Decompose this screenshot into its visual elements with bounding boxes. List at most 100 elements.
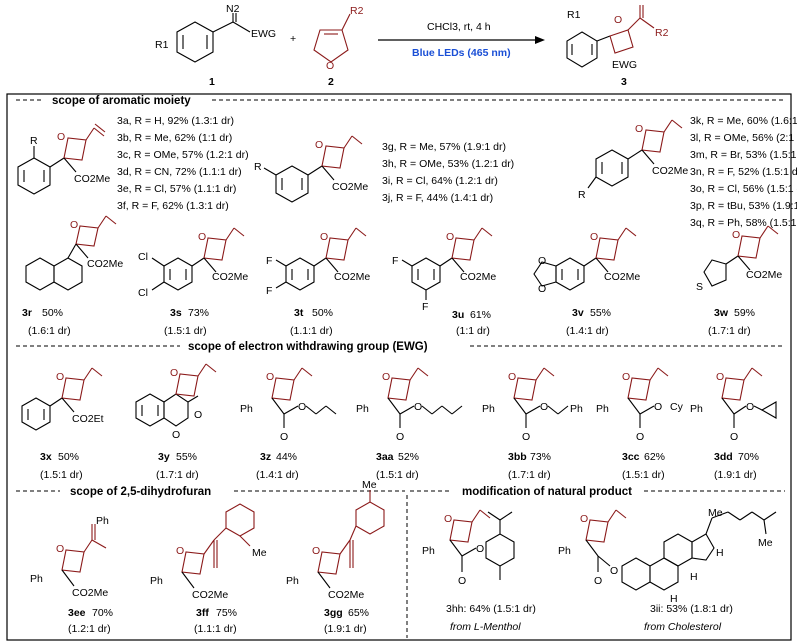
3cc-o-ester: O (654, 401, 662, 413)
3dd-id: 3dd (714, 451, 733, 463)
3ee-ph-label-2: Ph (30, 573, 43, 585)
ortho-r-label: R (30, 135, 38, 147)
3aa-ph-label: Ph (356, 403, 369, 415)
3v-o-label-b: O (538, 283, 546, 295)
structure-3bb (513, 367, 569, 428)
list-item: 3d, R = CN, 72% (1.1:1 dr) (117, 166, 242, 178)
section-aromatic-title: scope of aromatic moiety (52, 95, 191, 107)
list-item: 3q, R = Ph, 58% (1.5:1 dr) (690, 217, 797, 229)
3ee-ph-label: Ph (96, 515, 109, 527)
scope-frame (6, 93, 792, 641)
3dd-o-carbonyl: O (730, 431, 738, 443)
3cc-yield: 62% (644, 451, 665, 463)
3ii-me-label: Me (708, 507, 723, 519)
meta-aryl-structure (263, 135, 363, 203)
plus-sign: + (290, 33, 296, 45)
3dd-o-label: O (716, 371, 724, 383)
3s-yield: 73% (188, 307, 209, 319)
list-item: 3j, R = F, 44% (1.4:1 dr) (382, 192, 493, 204)
reactant-1-label: 1 (209, 76, 215, 88)
3hh-o-carbonyl: O (458, 575, 466, 587)
3ii-o-label: O (580, 513, 588, 525)
3s-dr: (1.5:1 dr) (164, 325, 207, 337)
3ff-o-label: O (176, 545, 184, 557)
3t-yield: 50% (312, 307, 333, 319)
ortho-co2me-label: CO2Me (74, 173, 110, 185)
3ii-h-label-3: H (670, 593, 678, 605)
structure-3y (135, 363, 217, 427)
3ff-yield: 75% (216, 607, 237, 619)
3ii-me-label-2: Me (758, 537, 773, 549)
3aa-o-label: O (382, 371, 390, 383)
3v-o-label-a: O (538, 255, 546, 267)
3gg-o-label: O (312, 545, 320, 557)
ortho-list: 3a, R = H, 92% (1.3:1 dr) 3b, R = Me, 62… (117, 115, 249, 212)
3aa-o-carbonyl: O (396, 431, 404, 443)
3cc-cy-label: Cy (670, 401, 684, 413)
ewg-label-reactant: EWG (251, 28, 276, 40)
section-natural-title: modification of natural product (462, 486, 632, 498)
3r-id: 3r (22, 307, 32, 319)
3u-yield: 61% (470, 309, 491, 321)
3x-dr: (1.5:1 dr) (40, 469, 83, 481)
3gg-co2me-label: CO2Me (328, 589, 364, 601)
3w-co2me-label: CO2Me (746, 269, 782, 281)
3ii-h-label: H (716, 547, 724, 559)
3r-yield: 50% (42, 307, 63, 319)
reactant-2-structure (313, 13, 351, 63)
section-dihydrofuran-title: scope of 2,5-dihydrofuran (70, 486, 211, 498)
structure-3aa (387, 367, 463, 428)
structure-3ff (181, 503, 255, 589)
r1-label-reactant: R1 (155, 39, 169, 51)
reactant-2-label: 2 (328, 76, 334, 88)
structure-3t (275, 227, 367, 291)
3gg-id: 3gg (324, 607, 343, 619)
3hh-result: 3hh: 64% (1.5:1 dr) (446, 603, 536, 615)
3ff-dr: (1.1:1 dr) (194, 623, 237, 635)
3gg-yield: 65% (348, 607, 369, 619)
3dd-ph-label: Ph (690, 403, 703, 415)
list-item: 3p, R = tBu, 53% (1.9:1 dr) (690, 200, 797, 212)
3s-co2me-label: CO2Me (212, 271, 248, 283)
list-item: 3o, R = Cl, 56% (1.5:1 dr) (690, 183, 797, 195)
list-item: 3h, R = OMe, 53% (1.2:1 dr) (382, 158, 514, 170)
list-item: 3c, R = OMe, 57% (1.2:1 dr) (117, 149, 249, 161)
structure-3u (401, 227, 493, 300)
3r-dr: (1.6:1 dr) (28, 325, 71, 337)
3ee-co2me-label: CO2Me (72, 587, 108, 599)
3cc-o-carbonyl: O (636, 431, 644, 443)
3t-f-label-2: F (266, 285, 272, 297)
list-item: 3b, R = Me, 62% (1:1 dr) (117, 132, 232, 144)
meta-o-label: O (315, 139, 323, 151)
3bb-o-label: O (508, 371, 516, 383)
3v-dr: (1.4:1 dr) (566, 325, 609, 337)
3ii-o-ester: O (610, 565, 618, 577)
n2-label: N2 (226, 3, 240, 15)
3z-o-ester: O (298, 401, 306, 413)
3ff-me-label: Me (252, 547, 267, 559)
list-item: 3f, R = F, 62% (1.3:1 dr) (117, 200, 229, 212)
3r-o-label: O (70, 219, 78, 231)
o-atom-reactant: O (326, 60, 334, 72)
structure-3dd (721, 367, 777, 428)
3hh-o-ester: O (476, 543, 484, 555)
meta-co2me-label: CO2Me (332, 181, 368, 193)
3z-id: 3z (260, 451, 271, 463)
3bb-yield: 73% (530, 451, 551, 463)
3ii-h-label-2: H (690, 571, 698, 583)
list-item: 3l, R = OMe, 56% (2:1 dr) (690, 132, 797, 144)
3ff-ph-label: Ph (150, 575, 163, 587)
structure-3gg (317, 490, 385, 589)
3z-o-label: O (266, 371, 274, 383)
3dd-o-ester: O (746, 401, 754, 413)
3z-o-carbonyl: O (280, 431, 288, 443)
3gg-ph-label: Ph (286, 575, 299, 587)
list-item: 3m, R = Br, 53% (1.5:1 dr) (690, 149, 797, 161)
3y-id: 3y (158, 451, 170, 463)
3gg-me-label: Me (362, 479, 377, 491)
3aa-yield: 52% (398, 451, 419, 463)
conditions-bottom: Blue LEDs (465 nm) (412, 47, 511, 59)
list-item: 3i, R = Cl, 64% (1.2:1 dr) (382, 175, 498, 187)
3s-id: 3s (170, 307, 182, 319)
r2-label-reactant: R2 (350, 5, 364, 17)
